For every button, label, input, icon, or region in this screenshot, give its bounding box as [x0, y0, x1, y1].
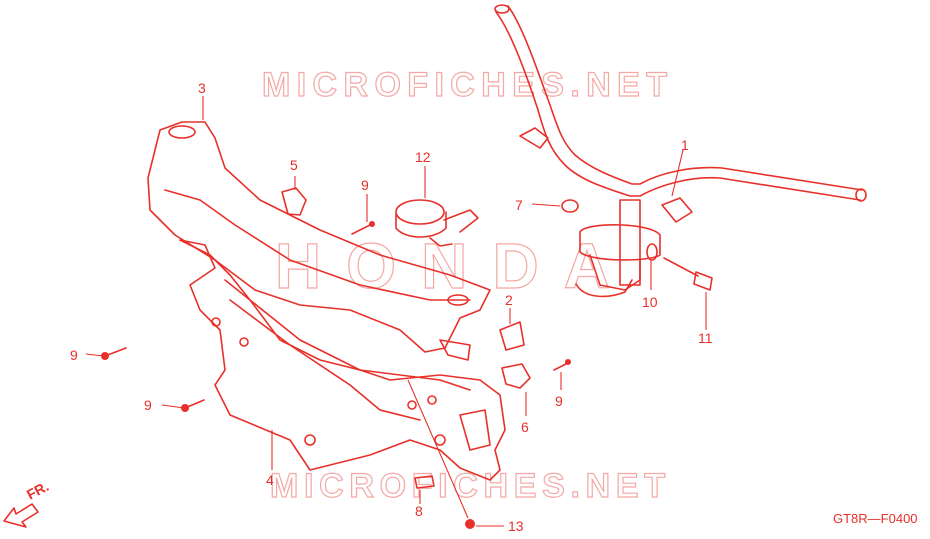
- bolt-part-11: [663, 257, 713, 291]
- callout-5: 5: [290, 157, 298, 173]
- callout-7: 7: [515, 197, 523, 213]
- callout-13: 13: [508, 518, 524, 534]
- callout-10: 10: [642, 294, 658, 310]
- callout-6: 6: [521, 419, 529, 435]
- callout-11: 11: [698, 330, 713, 346]
- bolt-part-8: [414, 475, 435, 489]
- callout-1: 1: [681, 137, 689, 153]
- watermark-top: MICROFICHES.NET: [262, 66, 667, 104]
- callout-9-screw-right: 9: [555, 393, 563, 409]
- handlebar-part: [494, 4, 867, 298]
- front-direction-label: FR.: [24, 478, 51, 503]
- callout-4: 4: [266, 472, 274, 488]
- lower-panel-part: [179, 239, 506, 481]
- watermark-brand: HONDA: [275, 230, 610, 302]
- callout-8: 8: [415, 503, 423, 519]
- callout-9-screw-lower: 9: [144, 397, 152, 413]
- washer-part-10: [646, 243, 658, 261]
- clip-part-2: [499, 321, 525, 351]
- screw-part-13: [465, 519, 475, 529]
- front-direction-arrow: FR.: [3, 478, 51, 528]
- callout-9-screw-left: 9: [70, 347, 78, 363]
- callout-9-screw-top: 9: [361, 177, 369, 193]
- horn-part-12: [395, 199, 479, 247]
- callout-12: 12: [415, 149, 431, 165]
- watermark-bottom: MICROFICHES.NET: [270, 467, 665, 505]
- top-panel-part: [147, 121, 491, 361]
- callout-3: 3: [198, 80, 206, 96]
- clip-part-5: [281, 187, 307, 216]
- screws-part-9: [101, 221, 571, 412]
- nut-part-7: [561, 199, 579, 213]
- callout-2: 2: [505, 292, 513, 308]
- leader-lines: [85, 96, 707, 527]
- clip-part-6: [501, 363, 531, 389]
- diagram-code: GT8R—F0400: [833, 511, 918, 526]
